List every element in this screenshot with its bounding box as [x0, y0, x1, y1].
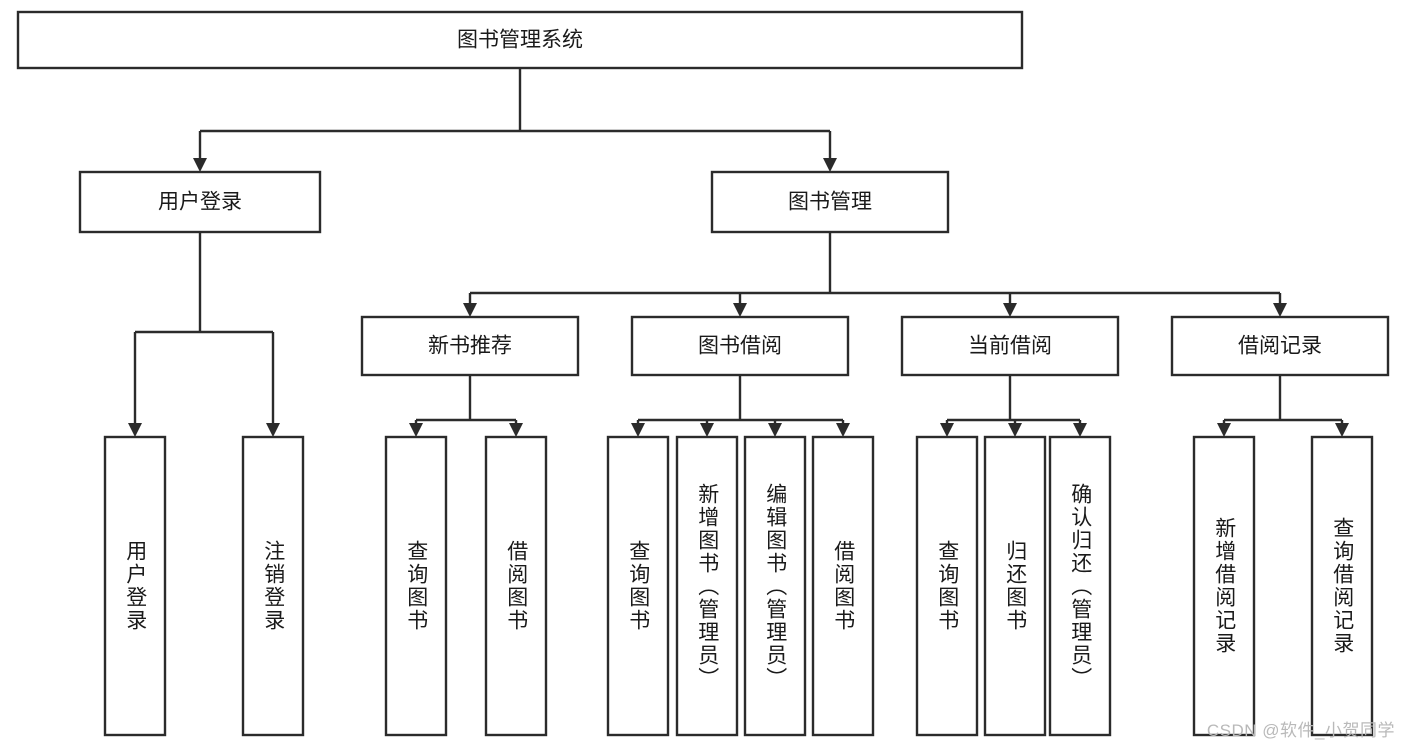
node-box[interactable] [16, 10, 1024, 70]
node-box[interactable] [1310, 435, 1374, 737]
node-box[interactable] [915, 435, 979, 737]
node-box[interactable] [743, 435, 807, 737]
node-leaf-user-login[interactable] [103, 435, 167, 737]
node-label: 图书管理 [788, 191, 872, 214]
node-box[interactable] [360, 315, 580, 377]
node-leaf-add-book[interactable] [675, 435, 739, 737]
node-box[interactable] [384, 435, 448, 737]
node-label: 用户登录 [158, 191, 242, 214]
node-label: 新书推荐 [428, 335, 512, 358]
node-current-borrow[interactable] [900, 315, 1120, 377]
node-leaf-add-record[interactable] [1192, 435, 1256, 737]
node-root[interactable] [16, 10, 1024, 70]
node-new-book-rec[interactable] [360, 315, 580, 377]
node-box[interactable] [1170, 315, 1390, 377]
node-box[interactable] [675, 435, 739, 737]
node-book-manage[interactable] [710, 170, 950, 234]
node-box[interactable] [103, 435, 167, 737]
node-box[interactable] [484, 435, 548, 737]
node-user-login[interactable] [78, 170, 322, 234]
node-box[interactable] [811, 435, 875, 737]
node-leaf-edit-book[interactable] [743, 435, 807, 737]
node-label: 图书管理系统 [457, 29, 583, 52]
node-leaf-query-book-3[interactable] [915, 435, 979, 737]
node-leaf-query-book-1[interactable] [384, 435, 448, 737]
node-book-borrow[interactable] [630, 315, 850, 377]
node-label: 图书借阅 [698, 335, 782, 358]
node-box[interactable] [241, 435, 305, 737]
connector-layer [128, 68, 1349, 437]
node-box[interactable] [1192, 435, 1256, 737]
node-leaf-query-record[interactable] [1310, 435, 1374, 737]
node-leaf-borrow-book-2[interactable] [811, 435, 875, 737]
watermark-text: CSDN @软件_小贺同学 [1206, 721, 1395, 740]
node-box[interactable] [630, 315, 850, 377]
node-box[interactable] [1048, 435, 1112, 737]
node-label: 借阅记录 [1238, 335, 1322, 358]
node-label: 当前借阅 [968, 335, 1052, 358]
node-borrow-record[interactable] [1170, 315, 1390, 377]
node-box[interactable] [606, 435, 670, 737]
node-leaf-return-book[interactable] [983, 435, 1047, 737]
node-box-layer [16, 10, 1390, 737]
node-box[interactable] [710, 170, 950, 234]
node-leaf-query-book-2[interactable] [606, 435, 670, 737]
node-box[interactable] [983, 435, 1047, 737]
node-box[interactable] [900, 315, 1120, 377]
node-leaf-logout[interactable] [241, 435, 305, 737]
node-leaf-confirm-return[interactable] [1048, 435, 1112, 737]
node-leaf-borrow-book-1[interactable] [484, 435, 548, 737]
node-box[interactable] [78, 170, 322, 234]
